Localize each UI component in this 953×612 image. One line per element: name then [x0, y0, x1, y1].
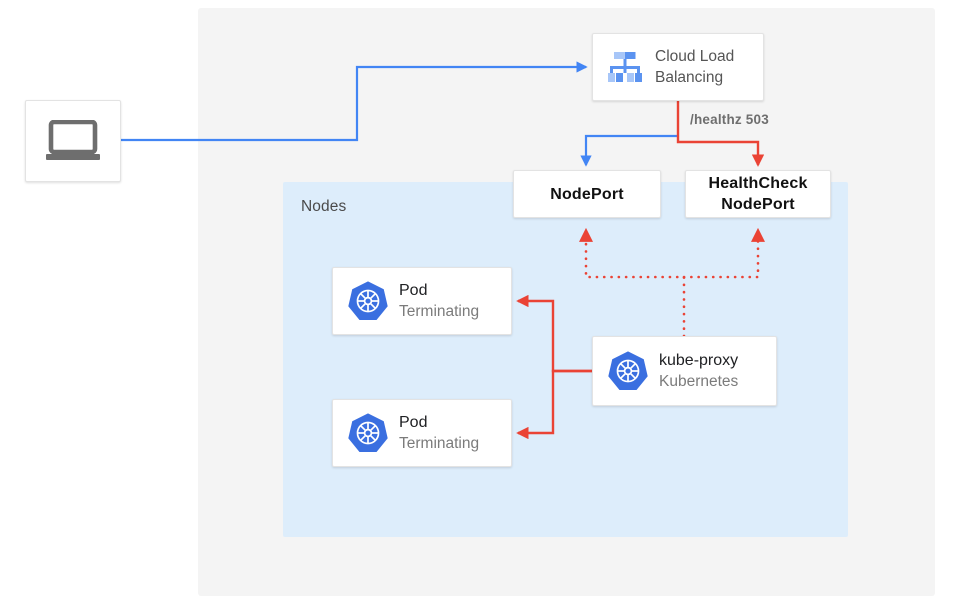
pod-box[interactable]: Pod Terminating [332, 267, 512, 335]
healthcheck-nodeport-box[interactable]: HealthCheck NodePort [685, 170, 831, 218]
pod-text: Pod Terminating [399, 280, 479, 322]
kube-proxy-box[interactable]: kube-proxy Kubernetes [592, 336, 777, 406]
kube-proxy-text: kube-proxy Kubernetes [659, 350, 738, 392]
kubernetes-icon [348, 281, 388, 321]
healthcheck-nodeport-label-line1: HealthCheck [708, 175, 808, 192]
healthcheck-nodeport-label: HealthCheck NodePort [708, 173, 807, 215]
nodes-panel-label: Nodes [301, 198, 347, 215]
laptop-icon [46, 120, 100, 160]
nodeport-box[interactable]: NodePort [513, 170, 661, 218]
pod-text: Pod Terminating [399, 412, 479, 454]
cloud-load-balancing-icon [608, 52, 642, 82]
client-box[interactable] [25, 100, 121, 182]
kubernetes-icon [608, 351, 648, 391]
cloud-load-balancing-box[interactable]: Cloud Load Balancing [592, 33, 764, 101]
nodeport-label: NodePort [550, 185, 624, 203]
kubernetes-icon [348, 413, 388, 453]
pod-status: Terminating [399, 435, 480, 452]
healthcheck-nodeport-label-line2: NodePort [721, 196, 795, 213]
kube-proxy-title: kube-proxy [659, 352, 739, 369]
pod-box[interactable]: Pod Terminating [332, 399, 512, 467]
pod-title: Pod [399, 414, 428, 431]
cloud-load-balancing-label: Cloud Load Balancing [655, 46, 734, 88]
pod-title: Pod [399, 282, 428, 299]
kube-proxy-subtitle: Kubernetes [659, 373, 739, 390]
pod-status: Terminating [399, 303, 480, 320]
healthz-edge-label: /healthz 503 [690, 112, 769, 127]
cloud-load-balancing-label-line1: Cloud Load [655, 48, 735, 65]
cloud-load-balancing-label-line2: Balancing [655, 69, 724, 86]
